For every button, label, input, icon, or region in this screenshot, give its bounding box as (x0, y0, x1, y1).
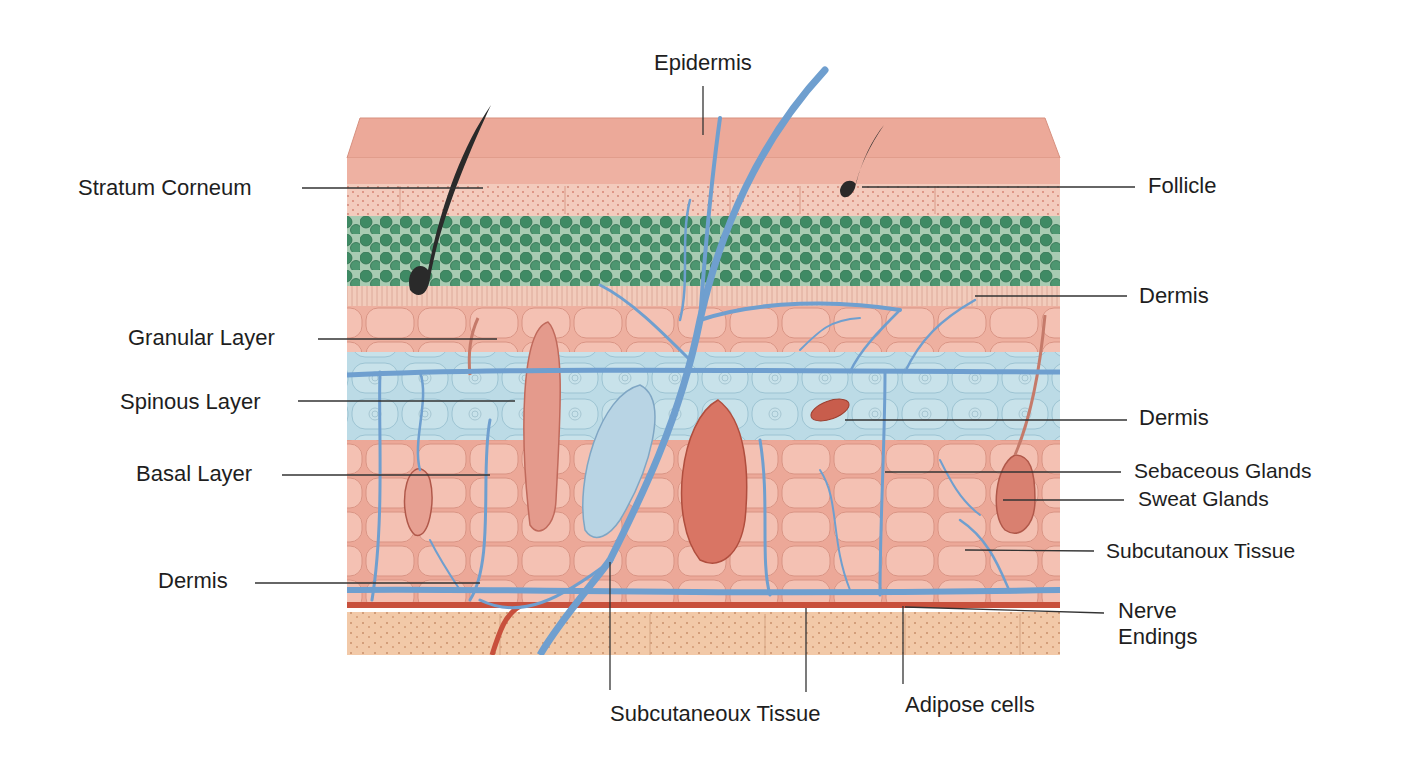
part-label: Sweat Glands (1138, 486, 1269, 512)
part-label: Subcutaneoux Tissue (610, 701, 820, 727)
part-label: Granular Layer (128, 325, 275, 351)
part-label: Dermis (1139, 405, 1209, 431)
part-label: Subcutanoux Tissue (1106, 538, 1295, 564)
part-label: Epidermis (654, 50, 752, 76)
part-label: Stratum Corneum (78, 175, 252, 201)
part-label: Sebaceous Glands (1134, 458, 1311, 484)
part-label: Nerve Endings (1118, 598, 1243, 650)
part-label: Dermis (1139, 283, 1209, 309)
part-label: Adipose cells (905, 692, 1035, 718)
part-label: Follicle (1148, 173, 1216, 199)
part-label: Spinous Layer (120, 389, 261, 415)
part-label: Basal Layer (136, 461, 252, 487)
part-label: Dermis (158, 568, 228, 594)
